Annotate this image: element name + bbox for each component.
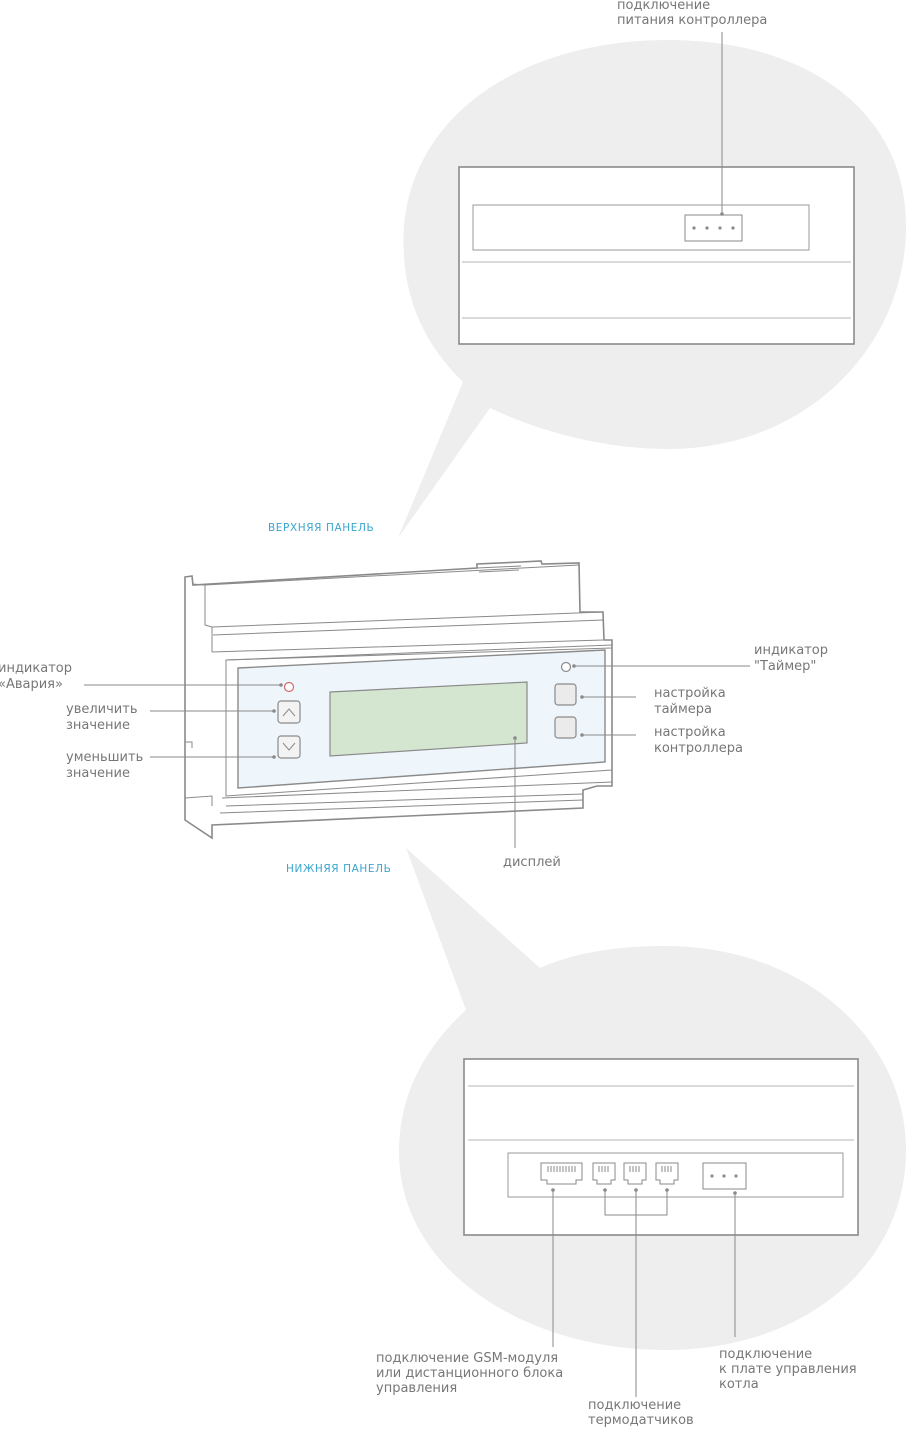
gsm-leader-tip <box>551 1188 555 1192</box>
boiler-connector[interactable] <box>702 1162 747 1190</box>
sensors-bracket <box>604 1190 668 1397</box>
boiler-label: подключение к плате управления котла <box>719 1347 861 1392</box>
display-leader-tip <box>513 736 517 740</box>
timer-setup-leader-tip <box>580 695 584 699</box>
gsm-label: подключение GSM-модуля или дистанционног… <box>376 1351 567 1396</box>
device-lower-ledge <box>219 781 613 814</box>
bottom-panel-callout: подключение GSM-модуля или дистанционног… <box>376 848 906 1428</box>
timer-setup-label: настройка таймера <box>654 686 730 717</box>
top-panel-body <box>458 166 855 345</box>
sensors-leader-tip-3 <box>665 1188 669 1192</box>
increase-button[interactable] <box>277 700 301 724</box>
bottom-panel-caption: НИЖНЯЯ ПАНЕЛЬ <box>286 863 391 875</box>
increase-label: увеличить значение <box>66 702 142 733</box>
front-panel-frame <box>225 644 613 797</box>
bottom-panel-terminal-strip <box>507 1152 844 1198</box>
device-side-notch <box>184 583 213 806</box>
controller-device <box>184 560 613 840</box>
controller-setup-button[interactable] <box>554 716 577 739</box>
decrease-label: уменьшить значение <box>66 750 147 781</box>
sensor-port-1[interactable] <box>592 1162 616 1185</box>
sensors-label: подключение термодатчиков <box>588 1398 694 1428</box>
timer-indicator-label: индикатор "Таймер" <box>754 643 832 674</box>
power-connector[interactable] <box>684 214 743 242</box>
timer-led <box>560 661 572 673</box>
alarm-label: индикатор «Авария» <box>0 661 76 692</box>
boiler-leader-tip <box>733 1191 737 1195</box>
bottom-panel-body <box>463 1058 859 1236</box>
controller-setup-leader-tip <box>580 733 584 737</box>
alarm-leader-tip <box>279 683 283 687</box>
display-screen <box>329 681 528 757</box>
top-panel-caption: ВЕРХНЯЯ ПАНЕЛЬ <box>268 522 374 534</box>
timer-indicator-leader-tip <box>572 664 576 668</box>
sensors-leader-tip-2 <box>634 1188 638 1192</box>
top-panel-terminal-strip <box>472 204 810 251</box>
sensors-leader-tip-1 <box>603 1188 607 1192</box>
decrease-button[interactable] <box>277 735 301 759</box>
sensor-port-2[interactable] <box>623 1162 647 1185</box>
power-label: подключение питания контроллера <box>617 0 767 28</box>
chevron-up-icon <box>282 708 296 717</box>
increase-leader-tip <box>272 709 276 713</box>
display-label: дисплей <box>503 855 561 870</box>
timer-setup-button[interactable] <box>554 683 577 706</box>
decrease-leader-tip <box>272 755 276 759</box>
alarm-led <box>283 681 295 693</box>
sensor-port-3[interactable] <box>655 1162 679 1185</box>
top-panel-callout: подключение питания контроллера <box>398 0 906 538</box>
gsm-port[interactable] <box>540 1162 583 1185</box>
device-upper-ledge <box>204 564 613 661</box>
power-leader-tip <box>720 212 724 216</box>
device-top-slot <box>476 565 522 573</box>
controller-setup-label: настройка контроллера <box>654 725 743 756</box>
chevron-down-icon <box>282 742 296 751</box>
